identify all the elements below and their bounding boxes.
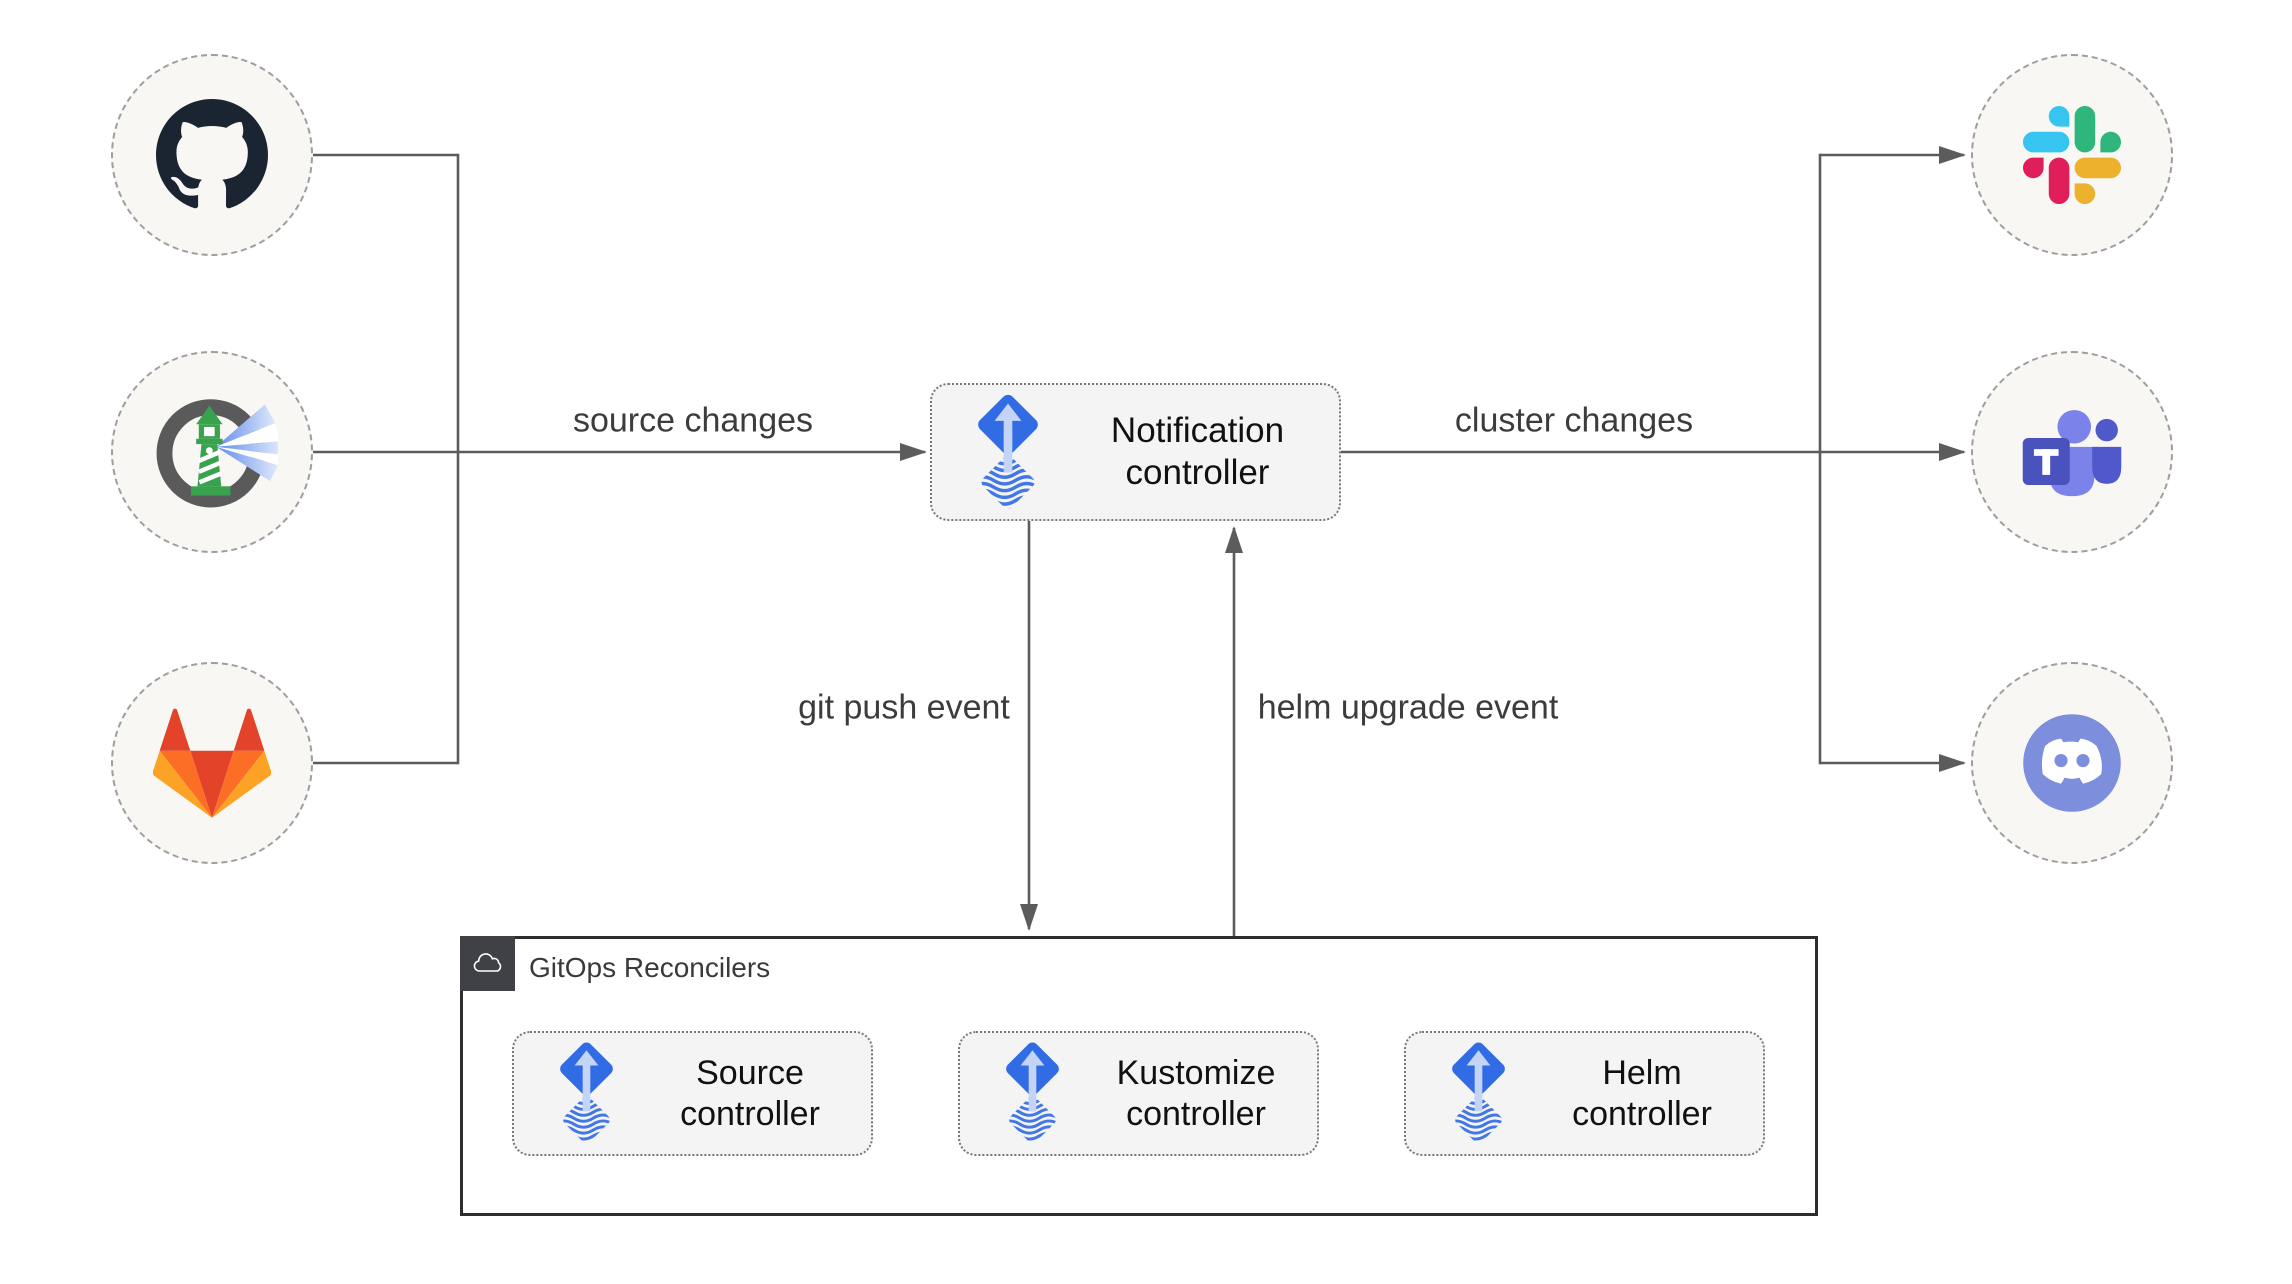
target-node-teams <box>1971 351 2173 553</box>
microsoft-teams-icon <box>2022 409 2122 496</box>
notification-controller-label: Notification controller <box>1110 411 1285 492</box>
flux-icon <box>990 1040 1075 1147</box>
edge-label-source-changes: source changes <box>572 401 814 440</box>
group-badge <box>460 936 515 991</box>
source-node-gitlab <box>111 662 313 864</box>
flux-icon <box>960 392 1056 513</box>
discord-icon <box>2023 714 2121 812</box>
source-controller-box: Source controller <box>512 1031 873 1156</box>
source-node-github <box>111 54 313 256</box>
source-node-harbor <box>111 351 313 553</box>
group-title: GitOps Reconcilers <box>529 952 771 983</box>
slack-icon <box>2023 106 2121 204</box>
kustomize-controller-label: Kustomize controller <box>1116 1053 1276 1133</box>
target-node-slack <box>1971 54 2173 256</box>
gitops-reconcilers-group: GitOps Reconcilers Source controller Kus… <box>460 936 1818 1216</box>
gitlab-icon <box>153 708 271 818</box>
source-controller-label: Source controller <box>680 1053 820 1133</box>
flux-icon <box>544 1040 629 1147</box>
edge-label-git-push-event: git push event <box>798 688 1010 727</box>
notification-controller-box: Notification controller <box>930 383 1341 521</box>
helm-controller-label: Helm controller <box>1572 1053 1712 1133</box>
harbor-icon <box>156 399 278 508</box>
helm-controller-box: Helm controller <box>1404 1031 1765 1156</box>
edge-label-cluster-changes: cluster changes <box>1454 401 1694 440</box>
cloud-icon <box>473 952 501 972</box>
edge-label-helm-upgrade-event: helm upgrade event <box>1257 688 1559 727</box>
kustomize-controller-box: Kustomize controller <box>958 1031 1319 1156</box>
target-node-discord <box>1971 662 2173 864</box>
flux-icon <box>1436 1040 1521 1147</box>
github-icon <box>156 99 268 209</box>
